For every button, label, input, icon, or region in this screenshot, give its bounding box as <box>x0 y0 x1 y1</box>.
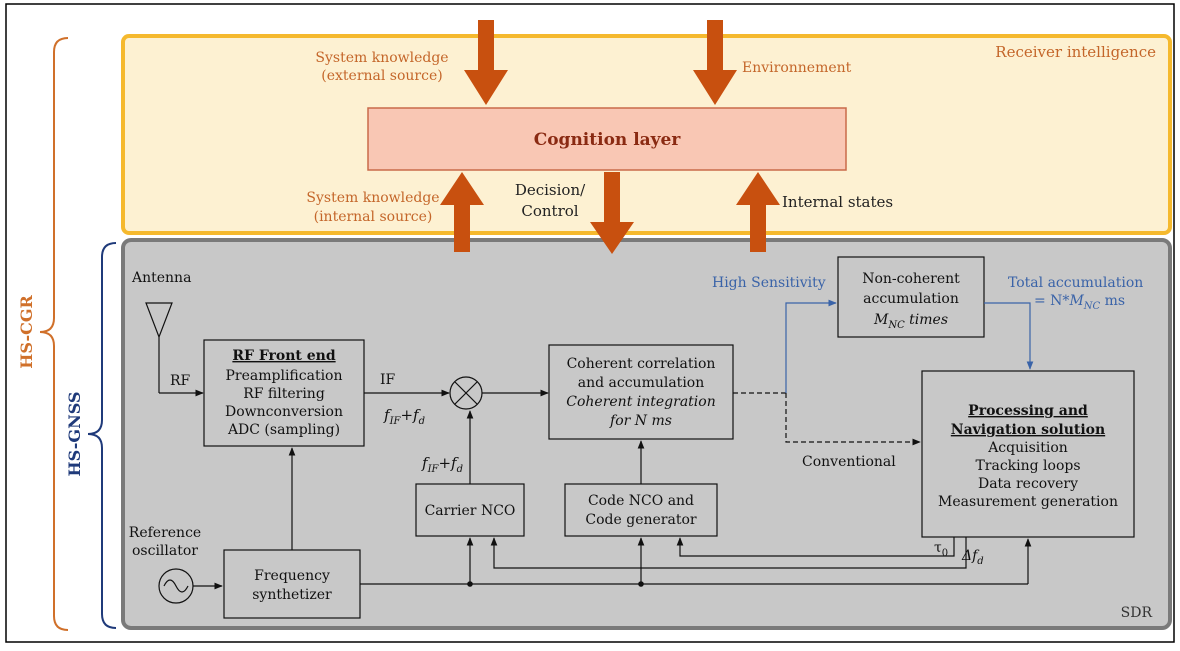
hs-cgr-brace <box>39 37 69 631</box>
processing-title-2: Navigation solution <box>951 422 1105 438</box>
rf-line-3: Downconversion <box>225 404 343 420</box>
fif-fd-label-1: fIF+fd <box>383 406 425 427</box>
sdr-label: SDR <box>1121 605 1153 621</box>
code-nco-line-1: Code NCO and <box>588 493 694 509</box>
hs-cgr-label: HS-CGR <box>17 295 36 369</box>
noncoherent-box <box>837 256 985 338</box>
carrier-feedback-path <box>490 537 967 569</box>
cognition-layer-label: Cognition layer <box>534 130 682 150</box>
cognition-arrows <box>440 20 780 254</box>
processing-line-2: Tracking loops <box>975 458 1080 474</box>
noncoherent-line-1: Non-coherent <box>862 271 960 287</box>
external-knowledge-label-2: (external source) <box>321 68 442 84</box>
if-label: IF <box>380 372 396 388</box>
external-knowledge-label-1: System knowledge <box>315 50 448 66</box>
decision-label-2: Control <box>521 202 578 220</box>
total-accumulation-label-2: = N*MNC ms <box>1034 293 1125 312</box>
rf-line-4: ADC (sampling) <box>227 422 340 438</box>
coherent-line-2: and accumulation <box>578 375 705 391</box>
sine-wave-icon <box>163 579 189 593</box>
high-sensitivity-path <box>785 299 837 393</box>
ref-osc-line-1: Reference <box>129 525 201 541</box>
rf-line-1: Preamplification <box>225 368 342 384</box>
arrow-external-knowledge <box>464 20 508 105</box>
internal-knowledge-label-1: System knowledge <box>306 190 439 206</box>
processing-box <box>921 370 1135 538</box>
arrow-decision-control <box>590 172 634 254</box>
arrow-environnement <box>693 20 737 105</box>
processing-line-1: Acquisition <box>987 440 1068 456</box>
outer-frame <box>5 3 1175 643</box>
hs-gnss-label: HS-GNSS <box>65 392 84 477</box>
junction-dot-2 <box>638 581 644 587</box>
total-accumulation-label-1: Total accumulation <box>1008 275 1143 291</box>
decision-label-1: Decision/ <box>515 181 586 199</box>
environnement-label: Environnement <box>742 60 852 76</box>
mixer-cross-2 <box>454 381 478 405</box>
high-sensitivity-label: High Sensitivity <box>712 275 826 291</box>
coherent-line-1: Coherent correlation <box>567 356 716 372</box>
conventional-label: Conventional <box>802 454 896 470</box>
freq-synth-line-1: Frequency <box>254 568 330 584</box>
noncoherent-line-3: MNC times <box>873 312 948 331</box>
processing-line-3: Data recovery <box>978 476 1078 492</box>
internal-states-label: Internal states <box>782 193 893 211</box>
fif-fd-label-2: fIF+fd <box>421 454 463 475</box>
carrier-nco-label: Carrier NCO <box>425 503 516 519</box>
antenna-icon <box>145 302 173 339</box>
processing-title-1: Processing and <box>968 403 1088 419</box>
junction-dot-1 <box>467 581 473 587</box>
coherent-correlation-box <box>548 344 734 440</box>
tau0-label: τ0 <box>934 540 948 559</box>
coherent-line-4: for N ms <box>609 413 672 429</box>
rf-front-end-title: RF Front end <box>232 348 335 364</box>
ref-osc-line-2: oscillator <box>132 543 198 559</box>
total-accumulation-path <box>984 302 1034 370</box>
internal-knowledge-label-2: (internal source) <box>314 209 433 225</box>
cognition-layer-box <box>367 107 847 171</box>
rf-line-2: RF filtering <box>243 386 325 402</box>
conventional-path <box>785 393 921 446</box>
antenna-label: Antenna <box>131 270 191 286</box>
arrow-internal-knowledge <box>440 172 484 252</box>
code-feedback-path <box>676 537 955 557</box>
coherent-line-3: Coherent integration <box>566 394 715 410</box>
hs-gnss-brace <box>87 242 117 629</box>
arrow-internal-states <box>736 172 780 252</box>
code-nco-line-2: Code generator <box>585 512 696 528</box>
receiver-intelligence-label: Receiver intelligence <box>995 43 1156 61</box>
rf-label: RF <box>170 373 191 389</box>
processing-line-4: Measurement generation <box>938 494 1118 510</box>
noncoherent-line-2: accumulation <box>863 291 959 307</box>
freq-synth-line-2: synthetizer <box>252 587 332 603</box>
